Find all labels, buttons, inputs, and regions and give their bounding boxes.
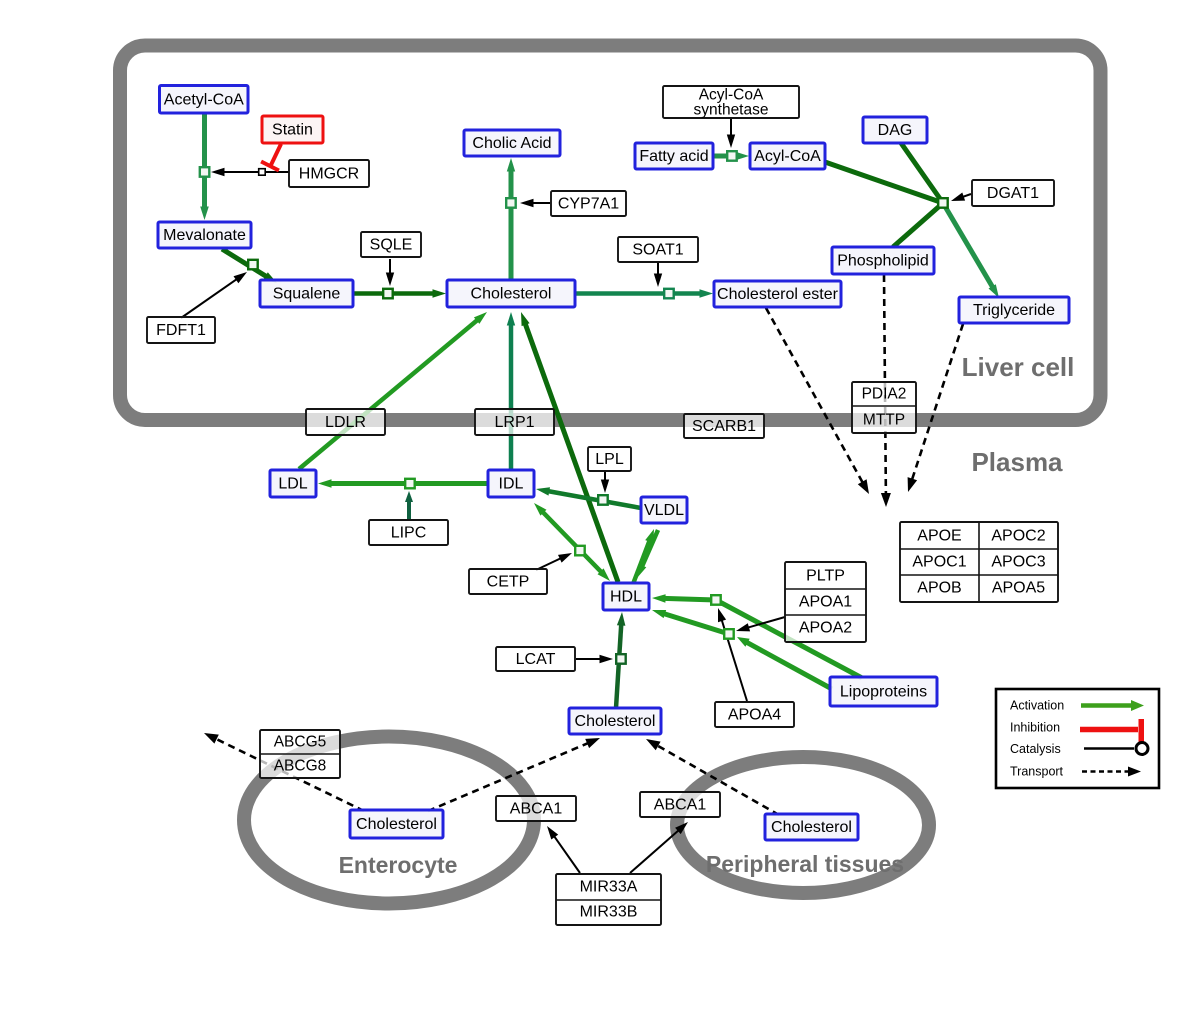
svg-text:Acetyl-CoA: Acetyl-CoA <box>164 91 244 108</box>
svg-text:MIR33B: MIR33B <box>580 904 638 921</box>
svg-text:FDFT1: FDFT1 <box>156 322 206 339</box>
svg-text:APOA4: APOA4 <box>728 707 781 724</box>
svg-text:Squalene: Squalene <box>273 286 341 303</box>
svg-text:Lipoproteins: Lipoproteins <box>840 684 927 701</box>
svg-text:Catalysis: Catalysis <box>1010 742 1061 756</box>
svg-text:Cholesterol: Cholesterol <box>356 816 437 833</box>
svg-text:Cholic Acid: Cholic Acid <box>472 135 551 152</box>
svg-text:HDL: HDL <box>610 589 642 606</box>
svg-text:SCARB1: SCARB1 <box>692 418 756 435</box>
svg-text:Enterocyte: Enterocyte <box>339 852 458 878</box>
svg-text:APOB: APOB <box>917 580 961 597</box>
svg-text:ABCG8: ABCG8 <box>274 758 327 775</box>
svg-text:Cholesterol: Cholesterol <box>575 713 656 730</box>
svg-text:CETP: CETP <box>487 574 530 591</box>
svg-text:HMGCR: HMGCR <box>299 166 359 183</box>
svg-text:DAG: DAG <box>878 122 913 139</box>
svg-text:APOE: APOE <box>917 528 961 545</box>
svg-text:APOA5: APOA5 <box>992 580 1045 597</box>
svg-text:VLDL: VLDL <box>644 502 684 519</box>
svg-text:Liver cell: Liver cell <box>962 352 1075 382</box>
svg-text:synthetase: synthetase <box>694 102 769 119</box>
svg-text:SQLE: SQLE <box>370 237 413 254</box>
svg-text:Cholesterol ester: Cholesterol ester <box>717 286 839 303</box>
svg-text:Transport: Transport <box>1010 765 1064 779</box>
svg-text:PLTP: PLTP <box>806 568 845 585</box>
svg-text:Cholesterol: Cholesterol <box>471 286 552 303</box>
svg-text:Statin: Statin <box>272 122 313 139</box>
svg-text:LDL: LDL <box>278 476 307 493</box>
svg-text:ABCA1: ABCA1 <box>510 801 563 818</box>
svg-text:APOA1: APOA1 <box>799 594 852 611</box>
svg-text:ABCA1: ABCA1 <box>654 797 707 814</box>
svg-text:MTTP: MTTP <box>863 412 905 429</box>
svg-text:APOC1: APOC1 <box>912 554 966 571</box>
svg-text:Acyl-CoA: Acyl-CoA <box>699 87 764 104</box>
svg-text:Fatty acid: Fatty acid <box>639 148 708 165</box>
svg-text:Mevalonate: Mevalonate <box>163 227 246 244</box>
svg-text:Activation: Activation <box>1010 699 1064 713</box>
svg-text:Plasma: Plasma <box>971 447 1063 477</box>
svg-text:LDLR: LDLR <box>325 414 366 431</box>
svg-text:APOC3: APOC3 <box>991 554 1045 571</box>
svg-text:Peripheral tissues: Peripheral tissues <box>706 851 904 877</box>
svg-text:Acyl-CoA: Acyl-CoA <box>754 148 821 165</box>
svg-text:IDL: IDL <box>499 476 524 493</box>
svg-text:PDIA2: PDIA2 <box>862 386 907 403</box>
svg-text:LIPC: LIPC <box>391 525 427 542</box>
svg-text:Inhibition: Inhibition <box>1010 721 1060 735</box>
svg-text:DGAT1: DGAT1 <box>987 185 1039 202</box>
svg-text:LPL: LPL <box>595 451 624 468</box>
svg-text:Cholesterol: Cholesterol <box>771 819 852 836</box>
svg-text:Triglyceride: Triglyceride <box>973 302 1055 319</box>
svg-text:MIR33A: MIR33A <box>580 879 638 896</box>
svg-text:LRP1: LRP1 <box>494 414 534 431</box>
svg-text:APOA2: APOA2 <box>799 620 852 637</box>
svg-text:ABCG5: ABCG5 <box>274 734 327 751</box>
svg-text:Phospholipid: Phospholipid <box>837 253 929 270</box>
svg-text:APOC2: APOC2 <box>991 528 1045 545</box>
svg-text:SOAT1: SOAT1 <box>632 242 683 259</box>
svg-text:CYP7A1: CYP7A1 <box>558 196 619 213</box>
svg-text:LCAT: LCAT <box>516 651 556 668</box>
